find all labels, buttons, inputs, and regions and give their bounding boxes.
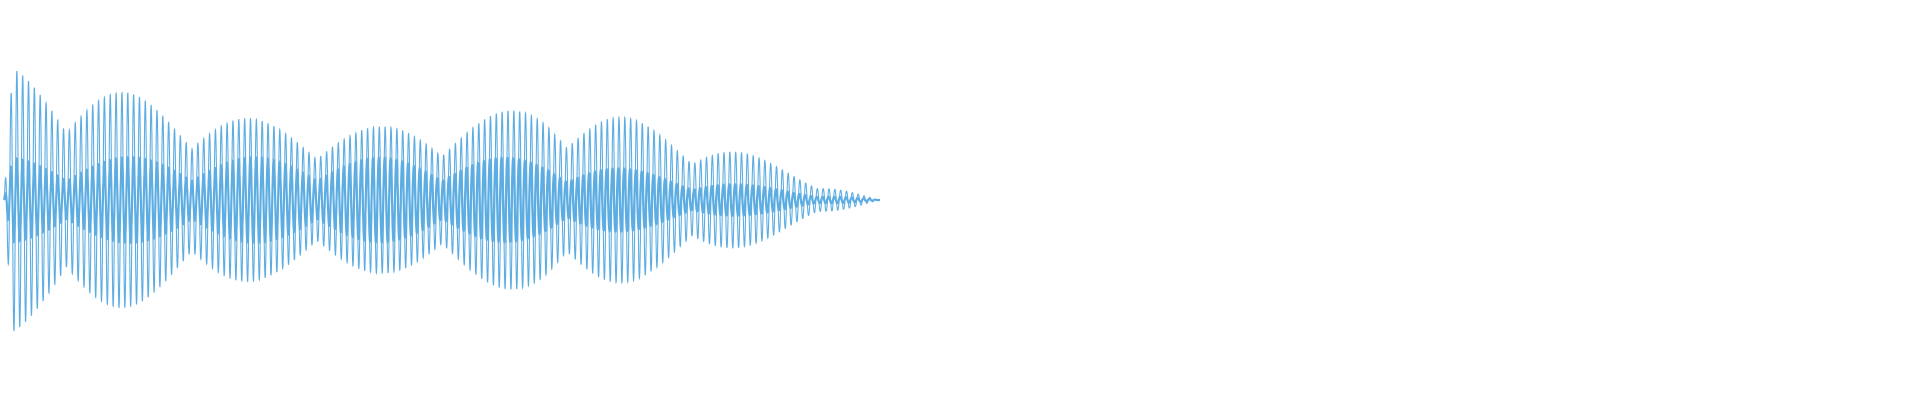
waveform-strokes — [2, 70, 880, 331]
waveform-center-band — [2, 155, 880, 245]
